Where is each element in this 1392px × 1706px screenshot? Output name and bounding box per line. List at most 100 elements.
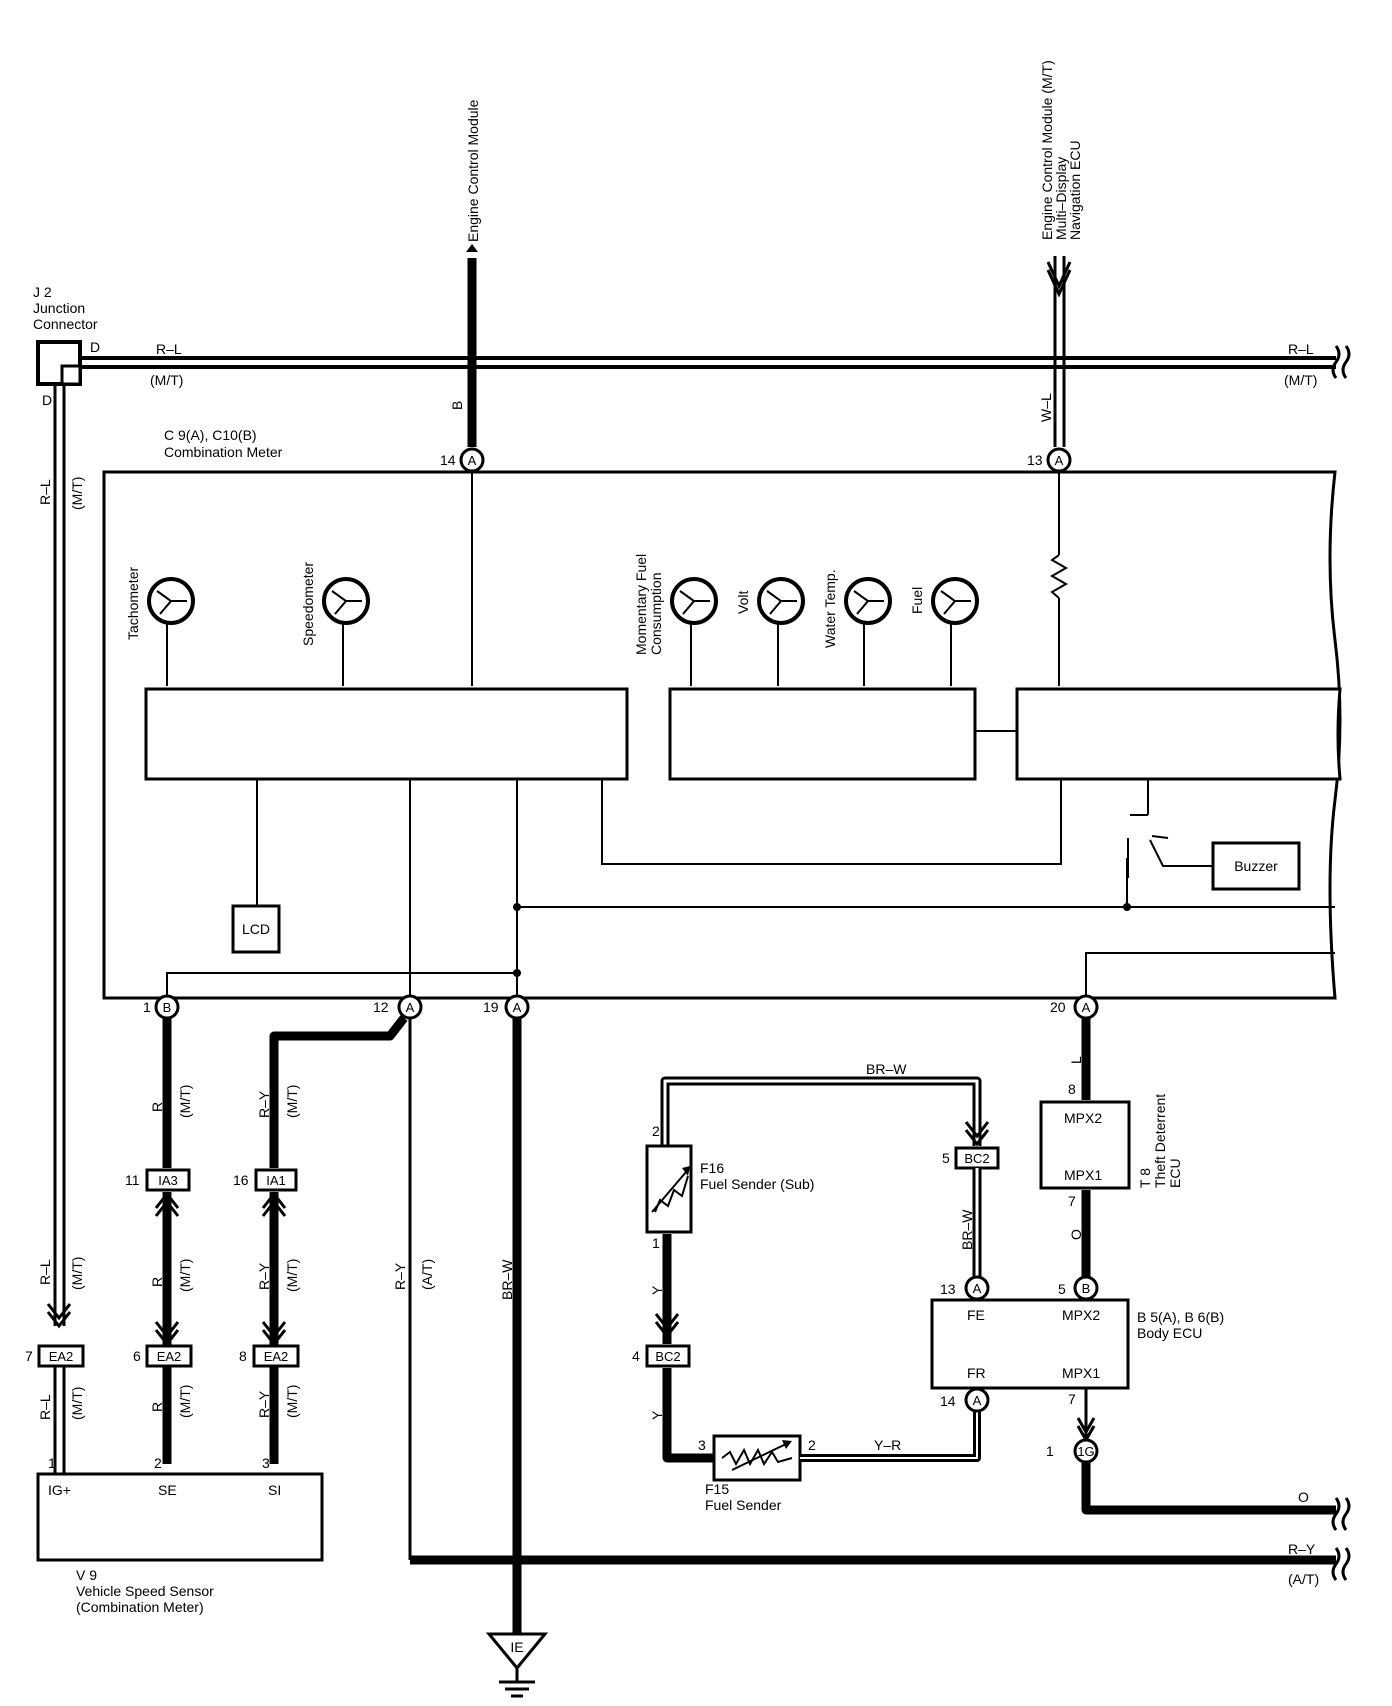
svg-text:R–Y: R–Y [256,1390,272,1418]
svg-text:Tachometer: Tachometer [125,567,141,640]
svg-text:B 5(A), B 6(B): B 5(A), B 6(B) [1137,1309,1224,1325]
svg-text:MPX1: MPX1 [1062,1365,1100,1381]
svg-text:1: 1 [143,999,151,1015]
svg-text:FR: FR [967,1365,986,1381]
svg-text:BR–W: BR–W [499,1259,515,1300]
svg-text:1: 1 [48,1455,56,1471]
pin-1b: 1 B [143,994,180,1020]
svg-text:3: 3 [262,1455,270,1471]
svg-text:14: 14 [440,452,456,468]
pin-14a: 14 A [440,447,485,473]
meter-internal-wiring [166,471,1335,998]
svg-text:(Combination Meter): (Combination Meter) [76,1599,204,1615]
svg-text:8: 8 [239,1348,247,1364]
svg-text:1G: 1G [1077,1444,1094,1459]
volt-gauge-icon: Volt [735,577,805,625]
svg-text:IA1: IA1 [266,1173,286,1188]
svg-text:BC2: BC2 [964,1151,989,1166]
momentary-fuel-gauge-icon: Momentary Fuel Consumption [633,554,718,656]
svg-text:14: 14 [940,1393,956,1409]
svg-text:EA2: EA2 [157,1349,182,1364]
svg-text:R–Y: R–Y [256,1262,272,1290]
svg-text:B: B [1082,1281,1091,1296]
buzzer: Buzzer [1211,841,1301,891]
pin-13a: 13 A [1027,447,1072,473]
fuel-sender-sub: F16 Fuel Sender (Sub) 1 [645,1144,814,1251]
svg-text:Volt: Volt [735,591,751,614]
svg-text:Speedometer: Speedometer [300,562,316,646]
svg-text:Theft Deterrent: Theft Deterrent [1152,1094,1168,1188]
svg-text:EA2: EA2 [49,1349,74,1364]
svg-text:R: R [149,1402,165,1412]
svg-text:8: 8 [1068,1081,1076,1097]
svg-text:R–L: R–L [37,1394,53,1420]
svg-text:A: A [468,453,477,468]
svg-text:EA2: EA2 [264,1349,289,1364]
rl-top-bus: R–L (M/T) R–L (M/T) [82,341,1351,388]
svg-text:Momentary Fuel: Momentary Fuel [633,554,649,655]
svg-text:(M/T): (M/T) [69,1257,85,1290]
wire-label: (M/T) [150,372,183,388]
svg-text:ECU: ECU [1167,1158,1183,1188]
pin-14a-body: 14 A [940,1387,990,1413]
svg-text:IA3: IA3 [158,1173,178,1188]
svg-text:2: 2 [652,1123,660,1139]
svg-text:Y: Y [649,1285,665,1295]
brw-top-loop: BR–W 2 [652,1061,990,1152]
svg-text:B: B [163,1000,172,1015]
svg-text:(M/T): (M/T) [177,1085,193,1118]
svg-text:MPX1: MPX1 [1064,1167,1102,1183]
svg-text:Combination Meter: Combination Meter [164,444,283,460]
vehicle-speed-sensor: 1 2 3 IG+ SE SI V 9 Vehicle Speed Sensor… [36,1455,324,1615]
svg-text:6: 6 [133,1348,141,1364]
mpx1-1g-wire: 7 1 1G O [1046,1388,1351,1531]
svg-text:R: R [149,1277,165,1287]
svg-text:2: 2 [808,1437,816,1453]
fuel-gauge-icon: Fuel [909,577,979,625]
svg-text:F16: F16 [700,1160,724,1176]
brw-ground-wire: BR–W IE [485,1018,549,1698]
rl-wire-ig: R–L (M/T) [37,1366,85,1474]
svg-text:MPX2: MPX2 [1064,1110,1102,1126]
gauge-ic [668,687,977,781]
svg-text:19: 19 [483,999,499,1015]
svg-text:2: 2 [154,1455,162,1471]
water-temp-gauge-icon: Water Temp. [822,569,892,648]
wire-label: R–L [156,341,182,357]
l-wire: L 8 [1068,1018,1091,1100]
svg-text:O: O [1298,1489,1309,1505]
svg-text:(M/T): (M/T) [69,477,85,510]
svg-text:D: D [42,392,52,408]
svg-text:16: 16 [233,1172,249,1188]
svg-text:(M/T): (M/T) [284,1385,300,1418]
connector-bc2-4: 4 BC2 [632,1344,691,1368]
warning-ic [1015,687,1342,781]
wire-label: (M/T) [1284,372,1317,388]
svg-text:R–Y: R–Y [392,1262,408,1290]
svg-text:7: 7 [25,1348,33,1364]
svg-text:V 9: V 9 [76,1567,97,1583]
svg-text:5: 5 [1058,1281,1066,1297]
svg-text:20: 20 [1050,999,1066,1015]
o-wire-mpx: O [1068,1190,1091,1278]
svg-text:A: A [513,1000,522,1015]
theft-deterrent-ecu: MPX2 MPX1 T 8 Theft Deterrent ECU 7 [1039,1094,1183,1209]
svg-text:Engine Control Module (M/T): Engine Control Module (M/T) [1039,60,1055,240]
svg-text:7: 7 [1068,1391,1076,1407]
svg-text:Vehicle Speed Sensor: Vehicle Speed Sensor [76,1583,214,1599]
fuel-sender: F15 Fuel Sender 2 [705,1434,816,1513]
svg-text:SI: SI [268,1482,281,1498]
svg-text:L: L [1068,1056,1084,1064]
svg-text:IG+: IG+ [48,1482,71,1498]
r-wire-se: R (M/T) R (M/T) R (M/T) [149,1018,193,1464]
svg-text:Y: Y [649,1410,665,1420]
ecm-signal: Engine Control Module B [449,99,481,447]
svg-text:FE: FE [967,1307,985,1323]
svg-text:A: A [406,1000,415,1015]
svg-text:O: O [1068,1229,1084,1240]
svg-text:IE: IE [510,1639,523,1655]
speedometer-gauge-icon: Speedometer [300,562,370,646]
junction-connector-j2: J 2 Junction Connector D D [33,284,100,408]
svg-text:Consumption: Consumption [648,573,664,656]
